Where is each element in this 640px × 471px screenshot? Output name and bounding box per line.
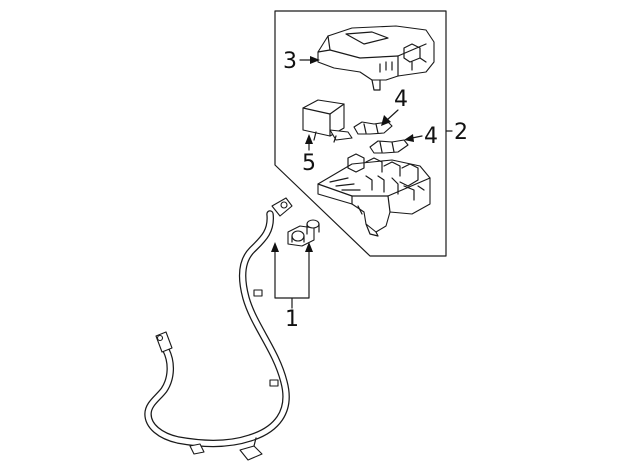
callout-3: 3 bbox=[283, 49, 297, 74]
callout-2: 2 bbox=[454, 120, 468, 145]
arrow-5 bbox=[305, 134, 313, 144]
arrow-4a bbox=[381, 115, 391, 126]
fuse-block-cover bbox=[317, 25, 435, 91]
arrow-3 bbox=[310, 56, 320, 64]
leader-4b bbox=[411, 135, 423, 139]
arrow-1b bbox=[305, 242, 313, 252]
callout-4-lower: 4 bbox=[424, 124, 438, 149]
callout-5: 5 bbox=[302, 151, 316, 176]
fuse-lower bbox=[369, 139, 409, 154]
cable-fuse-terminal bbox=[287, 219, 320, 247]
callout-4-upper: 4 bbox=[394, 87, 408, 112]
inset-frame bbox=[274, 10, 447, 257]
callout-1: 1 bbox=[285, 307, 299, 332]
arrow-1a bbox=[271, 242, 279, 252]
leader-4a bbox=[386, 109, 399, 121]
battery-cable bbox=[144, 197, 293, 461]
relay bbox=[302, 99, 353, 143]
leader-1 bbox=[274, 249, 310, 309]
fuse-block-base bbox=[317, 153, 431, 237]
arrow-4b bbox=[404, 134, 414, 142]
